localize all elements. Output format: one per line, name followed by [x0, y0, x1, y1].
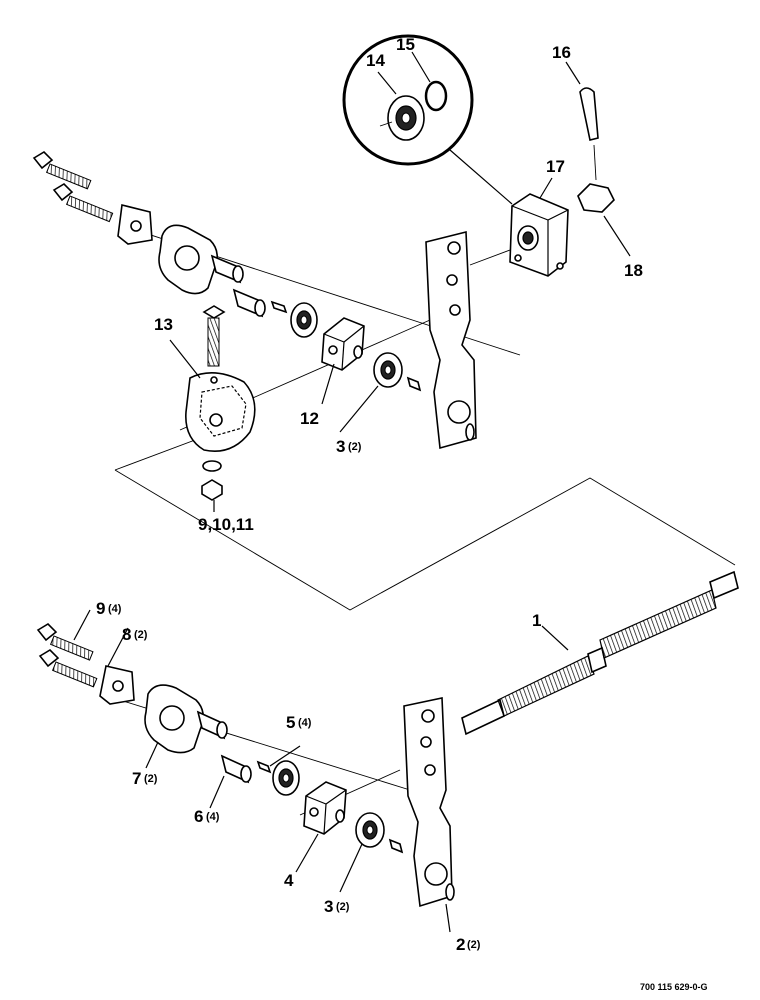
bolt-plate — [202, 305, 226, 367]
upper-assembly — [32, 34, 615, 501]
drawing-code: 700 115 629-0-G — [640, 982, 708, 992]
flange-housing-lower — [144, 684, 204, 754]
label-5-qty: (4) — [298, 717, 312, 729]
label-3-lower-qty: (2) — [336, 901, 350, 913]
grease-fitting-lower-2 — [388, 838, 404, 854]
flange-housing-upper — [158, 224, 218, 295]
label-1: 1 — [532, 611, 541, 630]
part-labels: 1 2 (2) 3 (2) 3 (2) 4 5 (4) 6 (4) 7 (2) … — [96, 35, 708, 992]
label-18: 18 — [624, 261, 643, 280]
bearing-upper-left — [290, 302, 318, 338]
label-13: 13 — [154, 315, 173, 334]
bearing-lower-right — [355, 812, 385, 848]
label-7-qty: (2) — [144, 773, 158, 785]
label-2-qty: (2) — [467, 939, 481, 951]
lower-assembly — [36, 570, 739, 908]
label-7: 7 — [132, 769, 141, 788]
threaded-shaft — [461, 570, 739, 736]
bolt-lower-2 — [38, 648, 98, 688]
spacer-upper-1 — [210, 254, 244, 284]
cotter-pin — [579, 87, 599, 141]
label-4: 4 — [284, 871, 294, 890]
spacer-lower-1 — [196, 710, 228, 740]
bearing-lower-left — [272, 760, 300, 796]
spacer-lower-2 — [220, 754, 252, 784]
arm-upper — [425, 230, 477, 450]
washer — [202, 460, 222, 472]
round-plate — [185, 372, 256, 452]
bolt-upper-2 — [52, 182, 114, 223]
label-9-qty: (4) — [108, 603, 122, 615]
label-16: 16 — [552, 43, 571, 62]
label-14: 14 — [366, 51, 385, 70]
nut — [201, 479, 223, 501]
leader-lines — [73, 51, 631, 933]
grease-fitting-upper — [270, 300, 288, 314]
label-9-10-11: 9,10,11 — [198, 515, 254, 534]
label-2: 2 — [456, 935, 465, 954]
grease-fitting-upper-2 — [406, 376, 422, 392]
bolt-upper-1 — [32, 150, 92, 190]
label-6: 6 — [194, 807, 203, 826]
castle-nut — [577, 183, 615, 213]
label-3-upper-qty: (2) — [348, 441, 362, 453]
arm-lower — [403, 697, 455, 908]
bearing-upper-right — [373, 352, 403, 388]
label-8: 8 — [122, 625, 131, 644]
label-12: 12 — [300, 409, 319, 428]
label-3-upper: 3 — [336, 437, 345, 456]
label-17: 17 — [546, 157, 565, 176]
grease-fitting-lower — [256, 760, 272, 774]
label-3-lower: 3 — [324, 897, 333, 916]
spacer-upper-2 — [232, 288, 266, 318]
label-15: 15 — [396, 35, 415, 54]
bearing-block-upper — [321, 317, 365, 371]
label-9: 9 — [96, 599, 105, 618]
bearing-block-lower — [303, 781, 347, 835]
label-8-qty: (2) — [134, 629, 148, 641]
bolt-lower-1 — [36, 622, 94, 661]
pillow-block — [509, 193, 569, 277]
label-5: 5 — [286, 713, 295, 732]
label-6-qty: (4) — [206, 811, 220, 823]
detail-callout — [342, 34, 513, 205]
